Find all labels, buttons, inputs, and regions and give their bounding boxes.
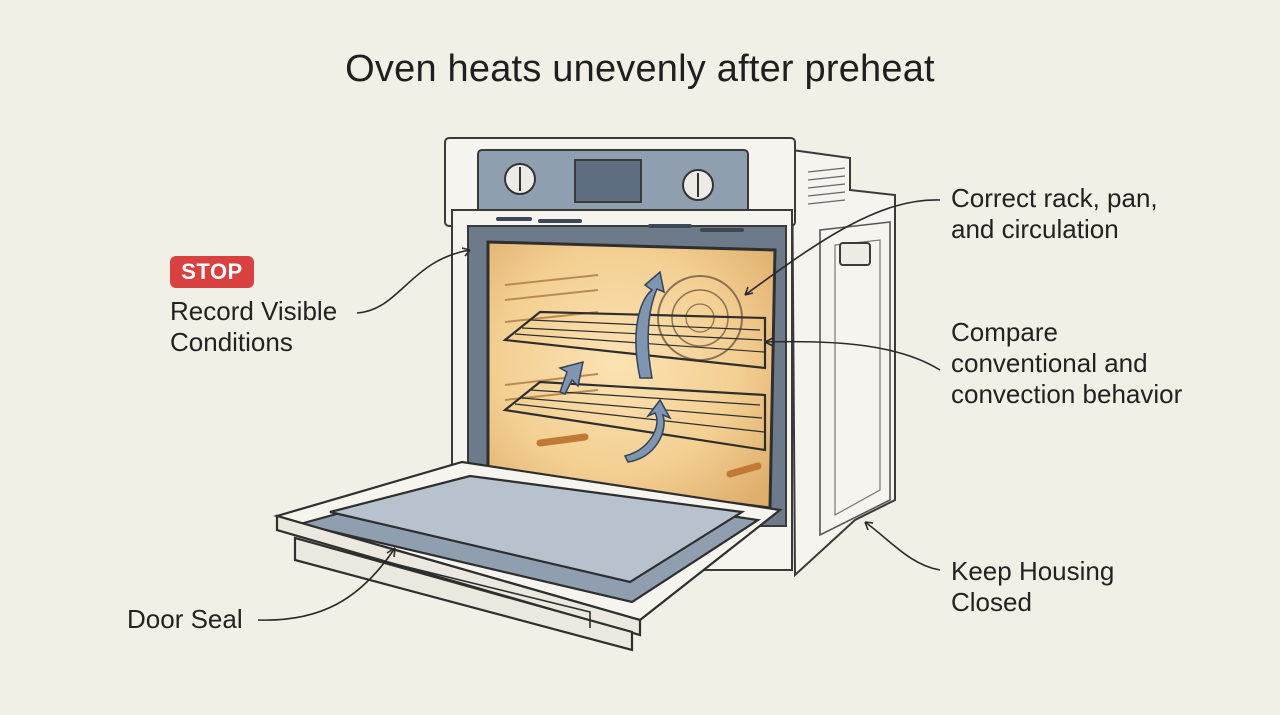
label-line: Correct rack, pan, [951,183,1158,213]
label-door-seal: Door Seal [127,604,243,635]
label-line: Door Seal [127,604,243,634]
control-knob-icon [504,163,714,201]
stop-badge: STOP [170,256,254,288]
oven-cavity [486,240,777,510]
label-line: Record Visible [170,296,338,326]
label-line: Conditions [170,327,293,357]
label-line: and circulation [951,214,1119,244]
diagram-title: Oven heats unevenly after preheat [345,48,935,90]
oven-door [273,460,783,652]
oven-side-housing [790,148,896,578]
airflow-arrow-icon [558,270,672,463]
label-line: Keep Housing [951,556,1115,586]
label-compare-modes: Compare conventional and convection beha… [951,317,1182,410]
label-keep-housing-closed: Keep Housing Closed [951,556,1114,618]
label-line: convection behavior [951,379,1183,409]
label-line: Compare [951,317,1058,347]
label-record-visible-conditions: Record Visible Conditions [170,296,337,358]
label-line: conventional and [951,348,1148,378]
label-line: Closed [951,587,1032,617]
label-rack-pan-circulation: Correct rack, pan, and circulation [951,183,1158,245]
